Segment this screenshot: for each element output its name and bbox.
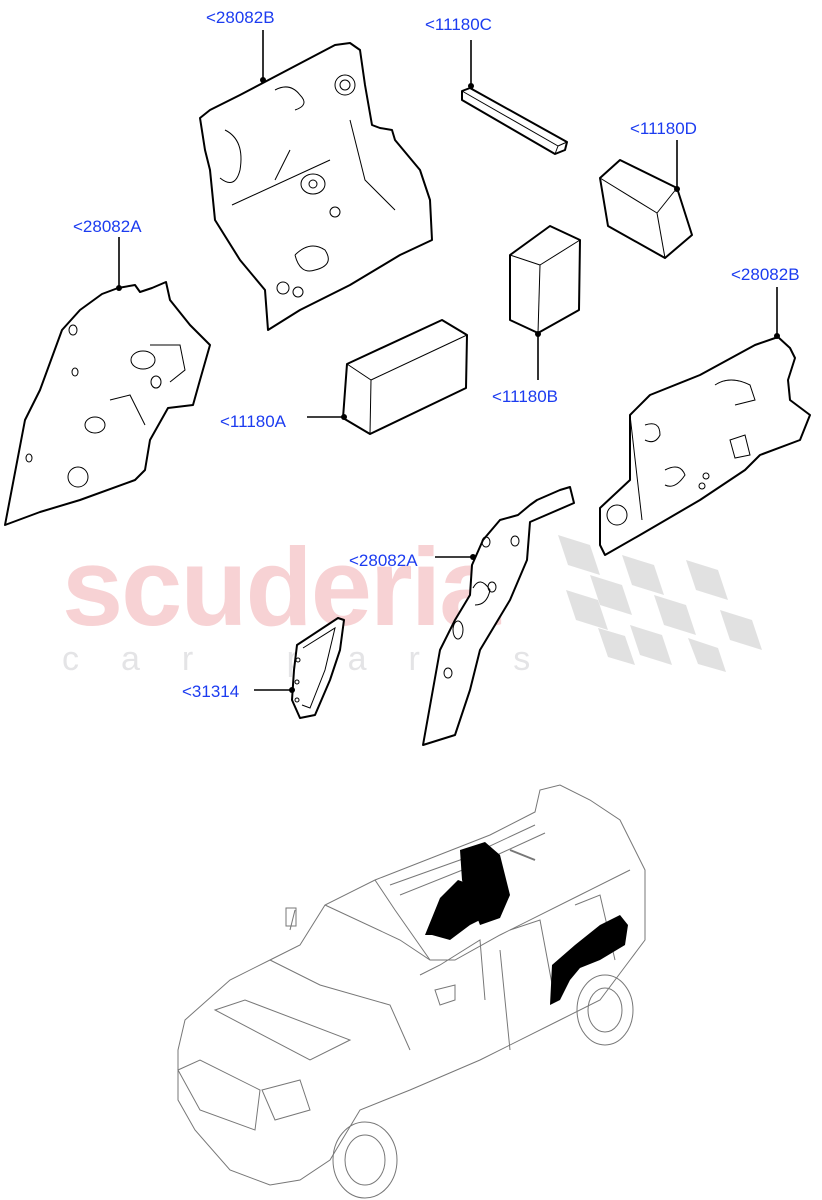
locator-highlight-side xyxy=(550,915,628,1005)
part-11180A-foam-block xyxy=(342,319,468,435)
callout-11180A[interactable]: <11180A xyxy=(220,412,287,431)
callout-11180B[interactable]: <11180B xyxy=(492,387,559,406)
part-28082B-floor-panel xyxy=(199,42,433,331)
callout-28082B-right[interactable]: <28082B xyxy=(731,265,800,284)
callout-28082A-center[interactable]: <28082A xyxy=(349,551,418,570)
callout-11180C[interactable]: <11180C xyxy=(425,15,492,34)
callout-28082A-left[interactable]: <28082A xyxy=(73,217,142,236)
callout-11180D[interactable]: <11180D xyxy=(630,119,697,138)
part-11180D-foam-block xyxy=(599,159,693,259)
part-28082B-side-insulator xyxy=(599,336,811,556)
callout-31314[interactable]: <31314 xyxy=(182,682,240,701)
callout-28082B-top[interactable]: <28082B xyxy=(206,8,275,27)
checkered-flag-watermark xyxy=(558,535,762,672)
part-28082A-pillar-insulator xyxy=(422,486,575,746)
locator-highlight-wheelarch xyxy=(425,880,480,940)
part-11180C-foam-strip xyxy=(461,87,568,155)
leader-lines xyxy=(116,30,780,693)
part-31314-pillar-trim xyxy=(291,617,345,719)
part-11180B-foam-block xyxy=(509,225,581,334)
vehicle-locator-illustration xyxy=(177,784,646,1199)
part-28082A-wheelarch-insulator xyxy=(4,281,211,526)
watermark-brand: scuderia xyxy=(62,526,500,649)
